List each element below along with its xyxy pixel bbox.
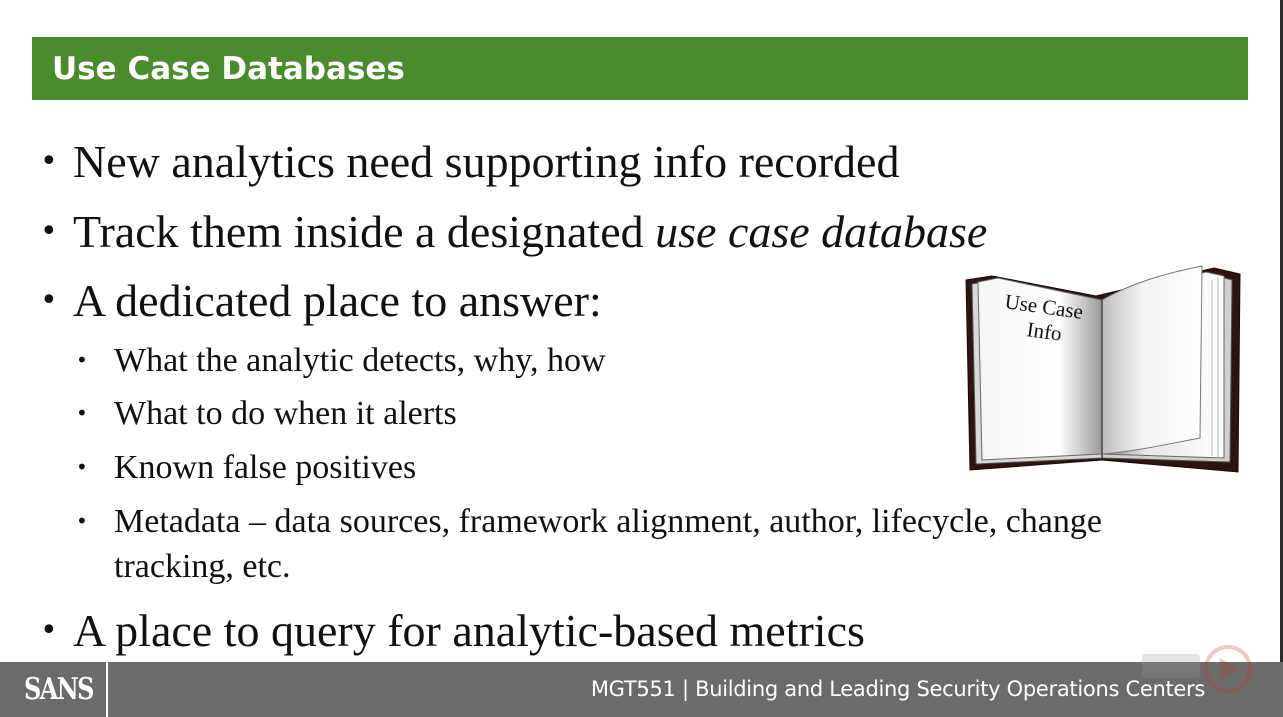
footer-divider [106, 662, 108, 717]
bullet-4-text: A place to query for analytic-based metr… [73, 605, 865, 656]
sub-bullet-3: • Known false positives [76, 445, 1206, 490]
course-title: MGT551 | Building and Leading Security O… [590, 677, 1205, 701]
bullet-icon: • [76, 455, 88, 479]
sub-bullet-1-text: What the analytic detects, why, how [114, 342, 606, 379]
bullet-icon: • [76, 509, 88, 533]
bullet-1-text: New analytics need supporting info recor… [73, 136, 900, 187]
bullet-icon: • [40, 283, 58, 318]
bullet-3-text: A dedicated place to answer: [73, 275, 602, 326]
sub-bullet-2: • What to do when it alerts [76, 391, 1206, 436]
slide-title: Use Case Databases [52, 51, 405, 87]
sub-bullet-4: • Metadata – data sources, framework ali… [76, 499, 1206, 589]
bullet-3: • A dedicated place to answer: [40, 275, 602, 327]
sub-bullet-3-text: Known false positives [114, 449, 417, 486]
footer-bar: SANS MGT551 | Building and Leading Secur… [0, 662, 1283, 717]
bullet-1: • New analytics need supporting info reco… [40, 136, 899, 188]
ondemand-watermark-icon [1142, 645, 1252, 693]
slide-edge [1280, 0, 1283, 662]
bullet-icon: • [40, 613, 58, 648]
book-label-line2: Info [1025, 317, 1063, 346]
bullet-2-emphasis: use case database [655, 206, 988, 257]
bullet-icon: • [76, 348, 88, 372]
sans-logo: SANS [24, 672, 94, 707]
book-illustration: Use Case Info [965, 265, 1241, 473]
title-bar: Use Case Databases [32, 37, 1248, 100]
sub-bullet-1: • What the analytic detects, why, how [76, 338, 1206, 383]
sub-bullet-4-text: Metadata – data sources, framework align… [114, 503, 1102, 585]
bullet-4: • A place to query for analytic-based met… [40, 605, 865, 657]
bullet-icon: • [40, 214, 58, 249]
sub-bullet-2-text: What to do when it alerts [114, 395, 457, 432]
bullet-icon: • [76, 401, 88, 425]
bullet-2-text: Track them inside a designated [73, 206, 656, 257]
bullet-2: • Track them inside a designated use case… [40, 206, 987, 258]
bullet-icon: • [40, 144, 58, 179]
